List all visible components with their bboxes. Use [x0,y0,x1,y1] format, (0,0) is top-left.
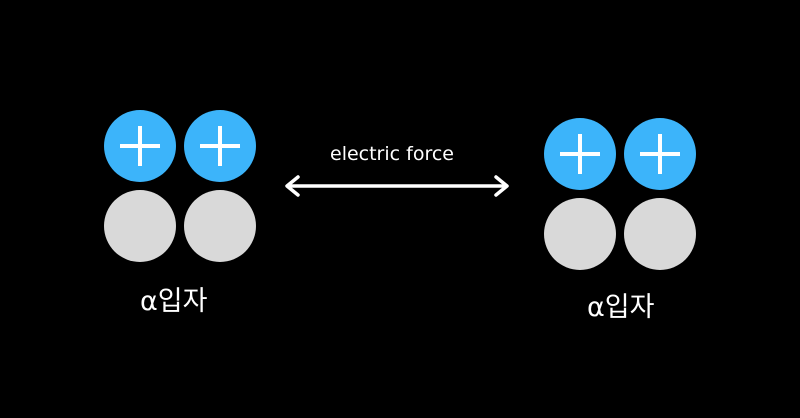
proton [624,118,696,190]
plus-icon [640,134,680,174]
double-arrow-icon [285,175,509,197]
plus-icon [560,134,600,174]
plus-icon [120,126,160,166]
neutron [104,190,176,262]
plus-icon [200,126,240,166]
proton [104,110,176,182]
proton [544,118,616,190]
alpha-particle-left [104,110,256,262]
neutron [184,190,256,262]
alpha-particle-left-label: α입자 [140,286,208,317]
neutron [544,198,616,270]
force-label: electric force [330,143,454,165]
alpha-particle-right-label: α입자 [587,292,655,323]
alpha-particle-right [544,118,696,270]
neutron [624,198,696,270]
proton [184,110,256,182]
